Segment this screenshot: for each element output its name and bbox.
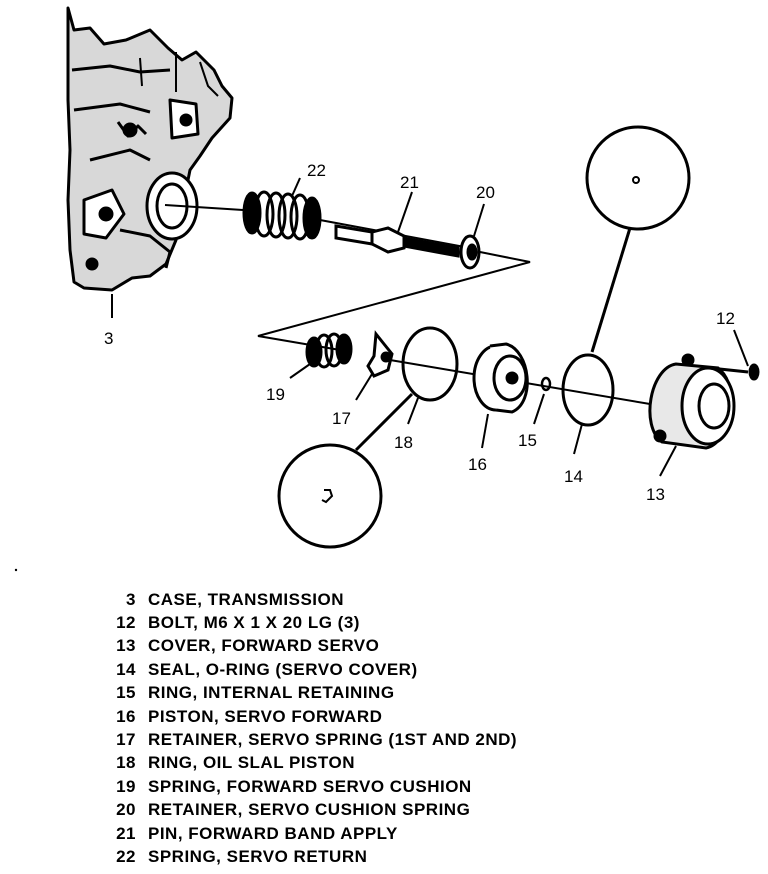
legend-number: 18 (116, 753, 136, 773)
legend-row: 21 PIN, FORWARD BAND APPLY (96, 822, 517, 845)
parts-legend: 3 CASE, TRANSMISSION 12 BOLT, M6 X 1 X 20 … (96, 588, 517, 869)
callout-15: 15 (518, 431, 537, 450)
legend-row: 12 BOLT, M6 X 1 X 20 LG (3) (96, 611, 517, 634)
bolt (709, 363, 760, 381)
transmission-case (66, 6, 234, 292)
legend-number: 3 (126, 589, 136, 609)
band-apply-pin (334, 224, 460, 258)
forward-servo-cover (648, 353, 736, 450)
leader-line-14 (573, 423, 583, 455)
legend-number: 22 (116, 846, 136, 866)
legend-description: SEAL, O-RING (SERVO COVER) (148, 659, 418, 679)
legend-description: COVER, FORWARD SERVO (148, 636, 380, 656)
internal-retaining-ring (540, 376, 552, 392)
leader-line-21 (397, 191, 413, 233)
detail-circle-lower (277, 392, 414, 549)
legend-number: 15 (116, 683, 136, 703)
legend-description: BOLT, M6 X 1 X 20 LG (3) (148, 613, 360, 633)
legend-number: 21 (116, 823, 136, 843)
servo-spring-retainer (366, 330, 394, 378)
leader-line-15 (533, 393, 545, 425)
callout-14: 14 (564, 467, 583, 486)
leader-line-16 (481, 413, 489, 449)
callout-13: 13 (646, 485, 665, 504)
legend-row: 22 SPRING, SERVO RETURN (96, 845, 517, 868)
servo-cushion-spring (305, 332, 353, 369)
stray-dot (14, 568, 18, 572)
legend-number: 14 (116, 659, 136, 679)
callout-16: 16 (468, 455, 487, 474)
legend-number: 19 (116, 776, 136, 796)
leader-line-17 (355, 373, 373, 401)
legend-number: 16 (116, 706, 136, 726)
leader-line-12 (733, 329, 749, 367)
legend-row: 14 SEAL, O-RING (SERVO COVER) (96, 658, 517, 681)
legend-description: CASE, TRANSMISSION (148, 589, 345, 609)
callout-12: 12 (716, 309, 735, 328)
assembly-axis (164, 204, 651, 405)
callout-22: 22 (307, 161, 326, 180)
leader-line-18 (407, 397, 419, 425)
legend-row: 20 RETAINER, SERVO CUSHION SPRING (96, 799, 517, 822)
callout-18: 18 (394, 433, 413, 452)
legend-description: RING, INTERNAL RETAINING (148, 683, 395, 703)
leader-line-13 (659, 445, 677, 477)
legend-number: 20 (116, 800, 136, 820)
legend-row: 13 COVER, FORWARD SERVO (96, 635, 517, 658)
servo-piston (472, 342, 529, 414)
detail-circle-upper (585, 125, 691, 353)
leader-line-20 (473, 203, 485, 237)
legend-description: RETAINER, SERVO SPRING (1ST AND 2ND) (148, 730, 518, 750)
legend-description: PIN, FORWARD BAND APPLY (148, 823, 398, 843)
servo-cover-o-ring (561, 353, 615, 427)
legend-description: RING, OIL SLAL PISTON (148, 753, 355, 773)
legend-number: 12 (116, 613, 136, 633)
legend-row: 17 RETAINER, SERVO SPRING (1ST AND 2ND) (96, 728, 517, 751)
callout-3: 3 (104, 329, 113, 348)
leader-line-22 (291, 177, 301, 197)
callout-17: 17 (332, 409, 351, 428)
legend-description: PISTON, SERVO FORWARD (148, 706, 383, 726)
legend-description: RETAINER, SERVO CUSHION SPRING (148, 800, 471, 820)
legend-row: 16 PISTON, SERVO FORWARD (96, 705, 517, 728)
legend-row: 19 SPRING, FORWARD SERVO CUSHION (96, 775, 517, 798)
piston-oil-seal-ring (401, 326, 459, 402)
legend-number: 17 (116, 730, 136, 750)
callout-19: 19 (266, 385, 285, 404)
legend-number: 13 (116, 636, 136, 656)
legend-description: SPRING, FORWARD SERVO CUSHION (148, 776, 472, 796)
legend-row: 18 RING, OIL SLAL PISTON (96, 752, 517, 775)
exploded-view-diagram: 3 22 21 20 19 17 18 16 15 14 13 12 (14, 6, 760, 572)
cushion-spring-retainer (459, 234, 481, 270)
callout-20: 20 (476, 183, 495, 202)
servo-return-spring (242, 190, 322, 241)
legend-row: 3 CASE, TRANSMISSION (96, 588, 517, 611)
legend-description: SPRING, SERVO RETURN (148, 846, 368, 866)
callout-21: 21 (400, 173, 419, 192)
legend-row: 15 RING, INTERNAL RETAINING (96, 682, 517, 705)
leader-line-19 (289, 363, 311, 379)
